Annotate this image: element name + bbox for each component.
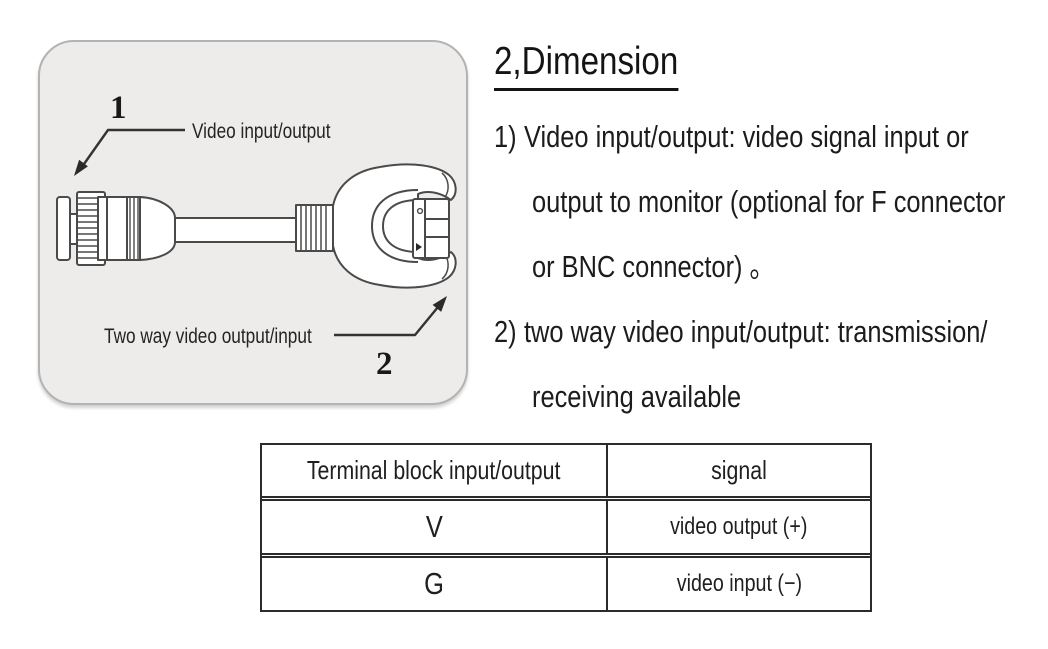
y-connector-drawing xyxy=(295,163,457,289)
signal-video-input: video input (−) xyxy=(676,570,802,597)
dimension-item-2-line-1: 2)two way video input/output: transmissi… xyxy=(494,316,1048,347)
signal-table: Terminal block input/output signal V vid… xyxy=(260,443,872,612)
signal-video-output: video output (+) xyxy=(670,513,808,540)
item-2-marker: 2) xyxy=(494,314,517,349)
item-1-marker: 1) xyxy=(494,119,517,154)
callout-number-2: 2 xyxy=(376,346,393,382)
callout-label-two-way: Two way video output/input xyxy=(104,325,312,348)
callout-arrow-1 xyxy=(74,128,185,176)
dimension-item-2-line-2: receiving available xyxy=(532,379,742,414)
item-1-text: Video input/output: video signal input o… xyxy=(523,119,969,154)
header-signal: signal xyxy=(711,455,767,485)
dimension-item-1-line-3: or BNC connector) 。 xyxy=(532,249,775,284)
terminal-g: G xyxy=(262,558,608,610)
section-title: 2,Dimension xyxy=(494,42,711,91)
dimension-item-1-line-2: output to monitor (optional for F connec… xyxy=(532,184,1006,219)
bnc-connector-drawing xyxy=(56,191,176,266)
terminal-v: V xyxy=(262,501,608,553)
device-diagram-panel: 1 Video input/output Two way video outpu… xyxy=(38,40,468,405)
table-row-g: G video input (−) xyxy=(262,553,870,610)
table-row-v: V video output (+) xyxy=(262,496,870,553)
header-terminal-block: Terminal block input/output xyxy=(262,445,608,496)
callout-arrow-2 xyxy=(334,296,447,337)
item-2-text: two way video input/output: transmission… xyxy=(523,314,988,349)
balun-cable-drawing xyxy=(56,128,457,337)
signal-table-header-row: Terminal block input/output signal xyxy=(262,445,870,496)
callout-number-1: 1 xyxy=(110,90,127,126)
callout-label-video-io: Video input/output xyxy=(192,120,331,143)
cable-drawing xyxy=(174,217,297,243)
dimension-item-1-line-1: 1)Video input/output: video signal input… xyxy=(494,121,1048,152)
